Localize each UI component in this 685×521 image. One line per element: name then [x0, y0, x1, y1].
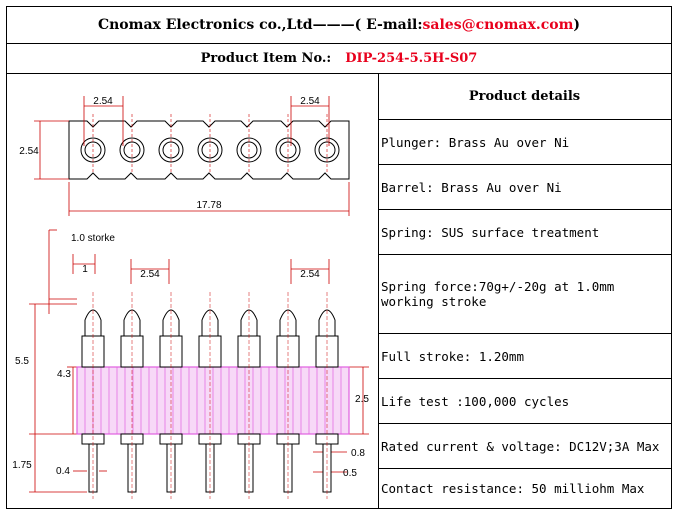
title-row: Cnomax Electronics co.,Ltd ———( E-mail: …	[7, 7, 671, 44]
email-close: )	[573, 17, 581, 33]
detail-barrel: Barrel: Brass Au over Ni	[378, 165, 671, 210]
detail-spring: Spring: SUS surface treatment	[378, 210, 671, 255]
side-dim-1-label: 1	[82, 264, 88, 275]
item-label: Product Item No.:	[200, 50, 332, 66]
datasheet: Cnomax Electronics co.,Ltd ———( E-mail: …	[6, 6, 672, 509]
item-row: Product Item No.: DIP-254-5.5H-S07	[7, 43, 671, 74]
detail-spring-force: Spring force:70g+/-20g at 1.0mm working …	[378, 255, 671, 334]
dim-0-5-label: 0.5	[343, 468, 357, 479]
dim-0-8-label: 0.8	[351, 448, 365, 459]
company-name: Cnomax Electronics co.,Ltd	[97, 17, 313, 33]
detail-full-stroke: Full stroke: 1.20mm	[378, 334, 671, 379]
item-code: DIP-254-5.5H-S07	[345, 50, 478, 66]
spring-force-line1: Spring force:70g+/-20g at 1.0mm	[381, 279, 615, 294]
side-pitch-right-label: 2.54	[300, 269, 320, 280]
detail-plunger: Plunger: Brass Au over Ni	[378, 120, 671, 165]
body-height-label: 2.5	[355, 394, 369, 405]
detail-rated: Rated current & voltage: DC12V;3A Max	[378, 424, 671, 469]
tail-dia-label: 0.4	[56, 466, 70, 477]
email-link[interactable]: sales@cnomax.com	[422, 17, 574, 33]
technical-drawing: 2.54 2.54 2.54 17.78	[7, 74, 379, 508]
top-view	[68, 120, 350, 180]
spring-force-line2: working stroke	[381, 294, 487, 309]
side-pitch-left-label: 2.54	[140, 269, 160, 280]
stroke-label: 1.0 storke	[71, 233, 115, 244]
drawing-svg: 2.54 2.54 2.54 17.78	[12, 96, 369, 499]
detail-contact-resistance: Contact resistance: 50 milliohm Max	[381, 481, 645, 496]
product-details-table: Product details Plunger: Brass Au over N…	[378, 74, 671, 508]
height-upper-label: 4.3	[57, 369, 71, 380]
top-pitch-left-label: 2.54	[93, 96, 113, 107]
height-total-label: 5.5	[15, 356, 29, 367]
top-length-label: 17.78	[196, 200, 221, 211]
detail-life-test: Life test :100,000 cycles	[378, 379, 671, 424]
top-view-outline	[68, 120, 350, 180]
tail-length-label: 1.75	[12, 460, 32, 471]
email-prefix: ———( E-mail:	[312, 17, 423, 33]
details-title: Product details	[378, 74, 671, 120]
top-height-label: 2.54	[19, 146, 39, 157]
top-pitch-right-label: 2.54	[300, 96, 320, 107]
